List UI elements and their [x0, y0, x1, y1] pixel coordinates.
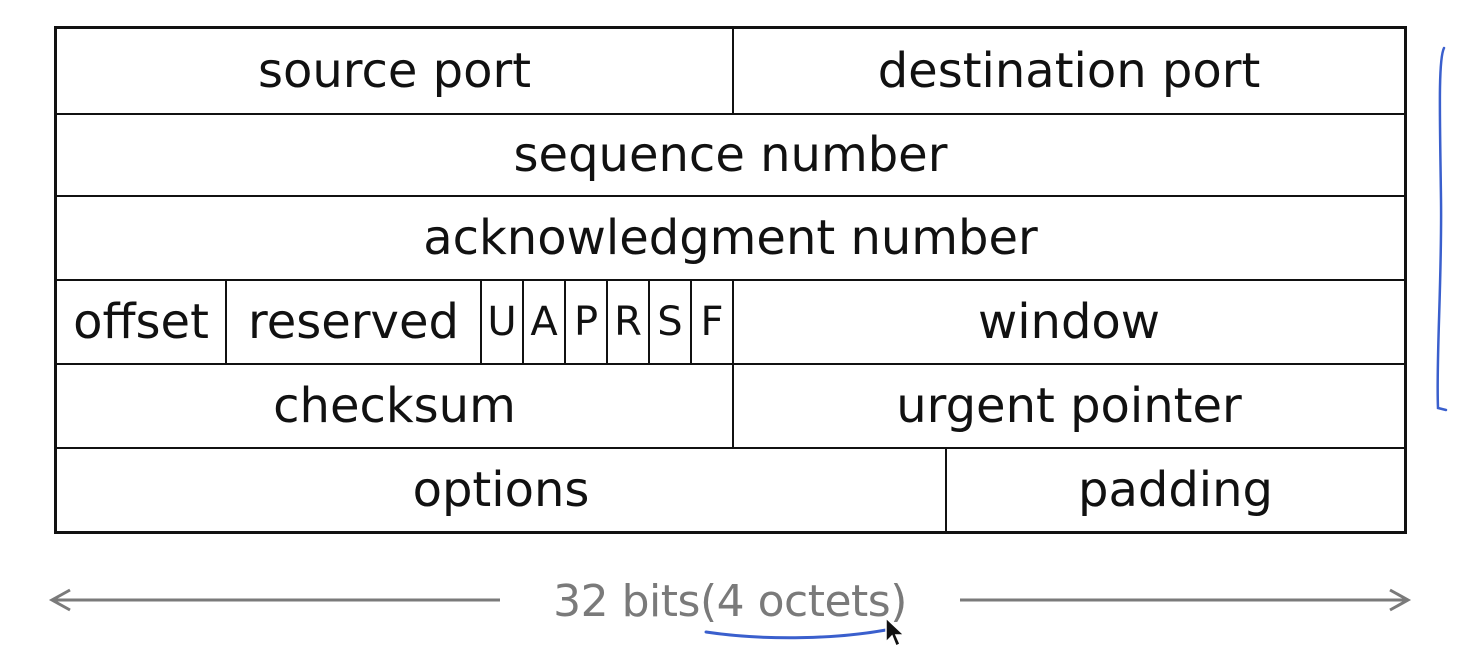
- tcp-header-diagram: source port destination port sequence nu…: [54, 26, 1407, 534]
- field-padding: padding: [945, 449, 1404, 531]
- width-label: 32 bits (4 octets): [46, 576, 1414, 627]
- field-options: options: [412, 462, 590, 518]
- width-arrow: [48, 588, 1412, 612]
- width-indicator: 32 bits (4 octets): [46, 570, 1414, 630]
- field-urgent-pointer: urgent pointer: [732, 365, 1404, 447]
- row-sequence: sequence number: [57, 113, 1404, 195]
- flag-a: A: [522, 281, 564, 363]
- field-reserved: reserved: [225, 281, 480, 363]
- row-ports: source port destination port: [57, 29, 1404, 113]
- field-destination-port: destination port: [732, 29, 1404, 113]
- bits-text: 32 bits: [553, 576, 700, 627]
- field-acknowledgment-number: acknowledgment number: [423, 210, 1038, 266]
- flag-r: R: [606, 281, 648, 363]
- bracket-annotation: [1436, 46, 1448, 412]
- flag-f: F: [690, 281, 732, 363]
- arrow-left-icon: [48, 588, 71, 612]
- field-sequence-number: sequence number: [513, 127, 948, 183]
- field-offset: offset: [73, 294, 209, 350]
- row-checksum-urgent: checksum urgent pointer: [57, 363, 1404, 447]
- arrow-right-icon: [1389, 588, 1412, 612]
- field-source-port: source port: [257, 43, 532, 99]
- flag-s: S: [648, 281, 690, 363]
- field-checksum: checksum: [273, 378, 516, 434]
- row-acknowledgment: acknowledgment number: [57, 195, 1404, 279]
- octets-text: (4 octets): [699, 576, 907, 627]
- flag-p: P: [564, 281, 606, 363]
- field-window: window: [732, 281, 1404, 363]
- row-options-padding: options padding: [57, 447, 1404, 531]
- row-offset-flags-window: offset reserved U A P R S F window: [57, 279, 1404, 363]
- flag-u: U: [480, 281, 522, 363]
- underline-annotation: [704, 628, 888, 640]
